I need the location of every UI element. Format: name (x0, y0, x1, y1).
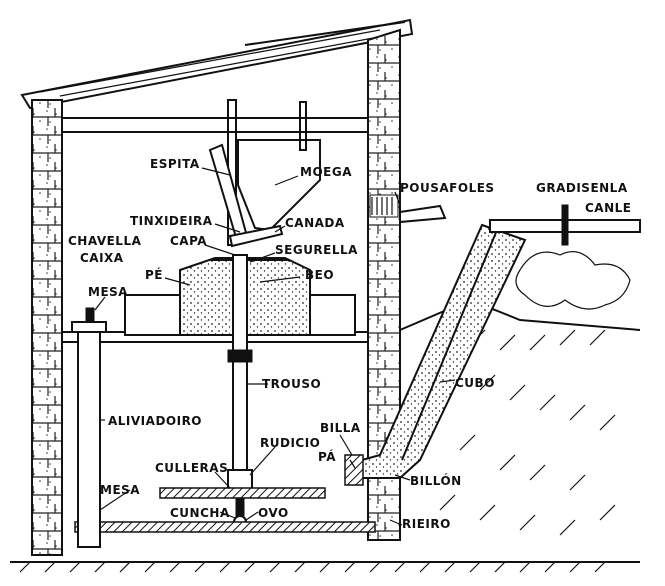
label-gradisenla: GRADISENLA (536, 181, 628, 195)
roof (20, 18, 414, 133)
label-beo: BEO (305, 268, 334, 282)
label-cubo: CUBO (455, 376, 495, 390)
wheel-culleras (159, 487, 326, 499)
label-tinxideira: TINXIDEIRA (130, 214, 213, 228)
label-canada: CANADA (285, 216, 345, 230)
label-mesa-bottom: MESA (100, 483, 140, 497)
label-cuncha: CUNCHA (170, 506, 230, 520)
right-wall (367, 28, 401, 541)
aliviadoiro-lever (71, 307, 107, 548)
label-canle: CANLE (585, 201, 631, 215)
shoe-canada (208, 143, 284, 248)
label-pa: PÁ (318, 449, 336, 464)
lower-mesa (74, 521, 376, 533)
label-caixa: CAIXA (80, 251, 124, 265)
label-ovo: OVO (258, 506, 289, 520)
left-wall (31, 99, 63, 556)
label-pe: PÉ (145, 267, 163, 282)
label-rudicio: RUDICIO (260, 436, 320, 450)
label-mesa-top: MESA (88, 285, 128, 299)
label-trouso: TROUSO (262, 377, 321, 391)
label-rieiro: RIEIRO (402, 517, 451, 531)
labels: ESPITA MOEGA POUSAFOLES GRADISENLA CANLE… (68, 157, 631, 531)
label-aliviadoiro: ALIVIADOIRO (108, 414, 202, 428)
label-capa: CAPA (170, 234, 207, 248)
label-billa: BILLA (320, 421, 361, 435)
shelf-pousafoles (399, 204, 447, 224)
channel-canle (489, 204, 641, 310)
leader-lines (94, 167, 456, 526)
label-espita: ESPITA (150, 157, 200, 171)
penstock-cubo (344, 223, 527, 486)
label-chavella: CHAVELLA (68, 234, 142, 248)
label-billon: BILLÓN (410, 473, 462, 488)
label-culleras: CULLERAS (155, 461, 228, 475)
label-segurella: SEGURELLA (275, 243, 358, 257)
label-moega: MOEGA (300, 165, 352, 179)
label-pousafoles: POUSAFOLES (400, 181, 495, 195)
